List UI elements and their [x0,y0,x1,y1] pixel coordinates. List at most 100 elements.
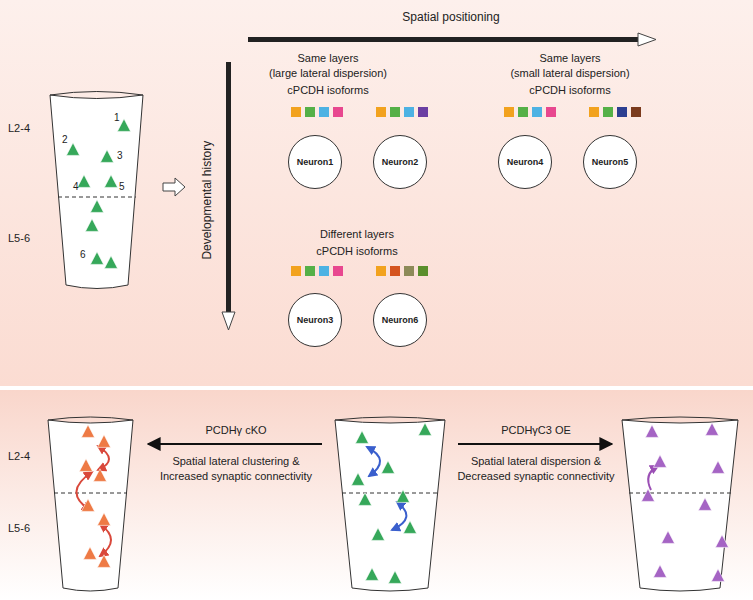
neuron-triangle [396,490,409,503]
isoform-square [504,107,514,117]
neuron-circle: Neuron4 [498,135,552,189]
callout-number: 1 [114,112,120,124]
callout-number: 6 [80,249,86,261]
axis-arrow [248,33,656,46]
neuron-circle: Neuron6 [373,293,427,347]
neuron-label: Neuron3 [297,315,334,325]
neuron-triangle [705,423,718,436]
neuron-triangle [698,498,711,511]
neuron-triangle [715,535,728,548]
isoform-square [319,266,329,276]
text-label: L2-4 [8,450,30,463]
isoform-square [631,107,641,117]
isoform-square [603,107,613,117]
text-label: cPCDH isoforms [485,84,655,97]
bottom-panel [0,390,753,600]
neuron-triangle [711,461,724,474]
neuron-triangle [653,565,666,578]
hollow-arrow [163,178,185,196]
neuron-triangle [77,175,90,188]
neuron-triangle [358,493,371,506]
interaction-arrow [76,446,658,556]
callout-number: 5 [119,181,125,193]
neuron-triangle [371,528,384,541]
neuron-triangle [365,568,378,581]
isoform-square [518,107,528,117]
axis-label: Developmental history [200,120,214,280]
neuron-triangles [66,119,728,584]
neuron-triangle [351,473,364,486]
isoform-square [589,107,599,117]
neuron-label: Neuron2 [382,157,419,167]
text-label: (large lateral dispersion) [243,67,413,80]
neuron-triangle [90,200,103,213]
treatment-arrow [148,443,322,445]
neuron-triangle [661,531,674,544]
text-label: cPCDH isoforms [272,245,442,258]
isoform-square [546,107,556,117]
neuron-triangle [641,489,654,502]
text-label: PCDHγC3 OE [451,424,621,437]
isoform-square [376,266,386,276]
text-label: PCDHγ cKO [151,424,321,437]
axis-arrow [222,62,235,330]
treatment-arrow [458,443,612,445]
isoform-square [532,107,542,117]
isoform-square [333,107,343,117]
isoform-square [404,266,414,276]
isoform-square [319,107,329,117]
isoform-square [418,266,428,276]
text-label: L5-6 [8,522,30,535]
isoform-square [404,107,414,117]
isoform-square [390,107,400,117]
isoform-square [617,107,627,117]
neuron-triangle [97,513,110,526]
neuron-triangle [81,425,94,438]
isoform-square [305,107,315,117]
neuron-triangle [403,521,416,534]
isoform-square [333,266,343,276]
neuron-triangle [90,252,103,265]
cortex-column [50,92,143,289]
neuron-triangle [81,499,94,512]
neuron-triangle [355,431,368,444]
neuron-triangle [66,143,79,156]
text-label: Same layers [243,52,413,65]
isoform-square [291,107,301,117]
neuron-label: Neuron5 [592,157,629,167]
neuron-triangle [388,571,401,584]
isoform-square [418,107,428,117]
neuron-label: Neuron4 [507,157,544,167]
text-label: Same layers [485,52,655,65]
text-label: Different layers [272,228,442,241]
neuron-triangle [381,461,394,474]
text-label: cPCDH isoforms [243,84,413,97]
neuron-circle: Neuron2 [373,135,427,189]
neuron-triangle [711,569,724,582]
neuron-triangle [93,469,106,482]
isoform-square [305,266,315,276]
text-label: L5-6 [8,232,30,245]
neuron-label: Neuron6 [382,315,419,325]
neuron-triangle [100,150,113,163]
neuron-circle: Neuron5 [583,135,637,189]
neuron-triangle [418,423,431,436]
neuron-triangle [645,425,658,438]
neuron-triangle [97,555,110,568]
text-label: Spatial lateral clustering & Increased s… [147,454,325,484]
callout-number: 4 [73,181,79,193]
text-label: L2-4 [8,122,30,135]
text-label: Spatial lateral dispersion & Decreased s… [447,454,625,484]
text-label: (small lateral dispersion) [485,67,655,80]
neuron-triangle [653,455,666,468]
callout-number: 3 [117,150,123,162]
neuron-triangle [97,435,110,448]
callout-number: 2 [62,134,68,146]
neuron-circle: Neuron1 [288,135,342,189]
neuron-circle: Neuron3 [288,293,342,347]
neuron-label: Neuron1 [297,157,334,167]
isoform-square [390,266,400,276]
neuron-triangle [83,547,96,560]
isoform-square [291,266,301,276]
